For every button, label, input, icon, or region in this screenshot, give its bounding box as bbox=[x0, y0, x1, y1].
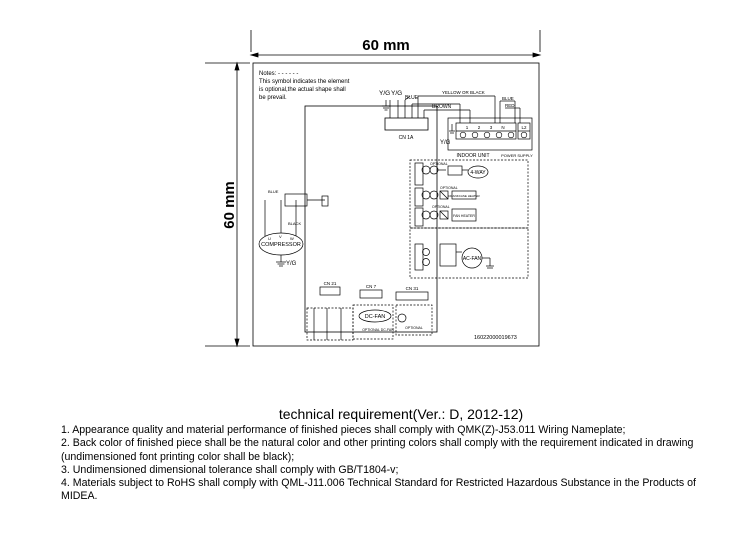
terminal-yg-label: Y/G bbox=[440, 140, 451, 146]
power-supply-label: POWER SUPPLY bbox=[501, 153, 533, 158]
part-number: 16022000019673 bbox=[474, 335, 517, 341]
four-way-valve bbox=[421, 165, 489, 179]
compressor-yg-label: Y/G bbox=[286, 261, 297, 267]
brown-label: BROWN bbox=[432, 104, 452, 110]
cn1a-connector bbox=[384, 117, 429, 131]
terminal-block bbox=[447, 117, 533, 151]
cn31-label: CN 31 bbox=[406, 286, 419, 291]
nameplate-border bbox=[252, 62, 540, 347]
four-way-label: 4-WAY bbox=[470, 170, 486, 176]
red-label: RED bbox=[505, 103, 515, 108]
compressor bbox=[258, 193, 329, 267]
optional-label-3: OPTIONAL bbox=[432, 205, 450, 209]
compressor-terminal-v: V bbox=[279, 234, 282, 239]
requirement-item: 2. Back color of finished piece shall be… bbox=[61, 437, 694, 463]
optional-group bbox=[409, 159, 529, 279]
terminal-number-3: 3 bbox=[490, 125, 493, 130]
yellow-or-black-label: YELLOW OR BLACK bbox=[442, 90, 485, 95]
terminal-number-n: N bbox=[501, 125, 504, 130]
optional-dc-fan-label: OPTIONAL DC-FAN bbox=[362, 328, 394, 332]
yg-top-label-2: Y/G bbox=[391, 90, 402, 97]
notes-line-2: This symbol indicates the element bbox=[259, 79, 350, 85]
optional-label-1: OPTIONAL bbox=[430, 162, 448, 166]
cn7-label: CN 7 bbox=[366, 284, 377, 289]
requirement-item: 4. Materials subject to RoHS shall compl… bbox=[61, 477, 696, 503]
width-dimension bbox=[249, 30, 542, 58]
dc-fan-label: DC-FAN bbox=[365, 314, 386, 320]
fan-heater bbox=[421, 208, 477, 222]
crankcase-label: CRANKCASE HEATER bbox=[448, 194, 480, 198]
top-wires bbox=[389, 95, 521, 123]
requirement-item: 3. Undimensioned dimensional tolerance s… bbox=[61, 463, 399, 476]
ground-icon bbox=[382, 100, 390, 111]
compressor-label: COMPRESSOR bbox=[261, 242, 301, 248]
indoor-unit-label: INDOOR UNIT bbox=[456, 153, 489, 159]
height-label: 60 mm bbox=[221, 181, 238, 229]
terminal-ground-icon bbox=[449, 124, 455, 134]
terminal-number-1: 1 bbox=[466, 125, 469, 130]
bottom-connectors bbox=[306, 286, 433, 341]
notes-line-4: be prevail. bbox=[259, 95, 287, 101]
terminal-screws bbox=[459, 131, 528, 139]
ac-fan-label: AC-FAN bbox=[463, 256, 482, 262]
terminal-number-2: 2 bbox=[478, 125, 481, 130]
compressor-terminal-w: W bbox=[290, 236, 294, 241]
requirements-title: technical requirement(Ver.: D, 2012-12) bbox=[278, 406, 524, 422]
cn21-label: CN 21 bbox=[324, 281, 337, 286]
main-pcb bbox=[304, 105, 438, 333]
optional-label-2: OPTIONAL bbox=[440, 186, 458, 190]
optional-sensor-label: OPTIONAL bbox=[405, 326, 423, 330]
requirements-list: 1. Appearance quality and material perfo… bbox=[61, 424, 731, 504]
crankcase-heater bbox=[421, 190, 477, 200]
notes-line-3: is optional,the actual shape shall bbox=[259, 87, 346, 93]
notes-line-1: Notes: - - - - - - bbox=[259, 71, 298, 77]
compressor-terminal-u: U bbox=[268, 236, 271, 241]
ac-fan bbox=[422, 243, 494, 269]
technical-requirements: technical requirement(Ver.: D, 2012-12) … bbox=[61, 406, 731, 504]
notes-block: Notes: - - - - - - This symbol indicates… bbox=[259, 71, 350, 101]
blue-top-label: BLUE bbox=[405, 95, 419, 101]
fan-heater-label: FAN HEATER bbox=[453, 214, 475, 218]
height-dimension bbox=[205, 61, 250, 348]
cn1a-label: CN 1A bbox=[399, 135, 414, 141]
wiring-diagram: 60 mm 60 mm Notes: - - - - - - This symb… bbox=[205, 30, 542, 348]
requirement-item: 1. Appearance quality and material perfo… bbox=[61, 424, 626, 436]
blue-right-label: BLUE bbox=[502, 96, 514, 101]
black-compressor-label: BLACK bbox=[288, 221, 301, 226]
relay-connectors bbox=[414, 162, 424, 271]
blue-compressor-label: BLUE bbox=[268, 189, 279, 194]
yg-top-label-1: Y/G bbox=[379, 90, 390, 97]
width-label: 60 mm bbox=[362, 37, 410, 54]
terminal-number-l2: L2 bbox=[521, 125, 527, 130]
